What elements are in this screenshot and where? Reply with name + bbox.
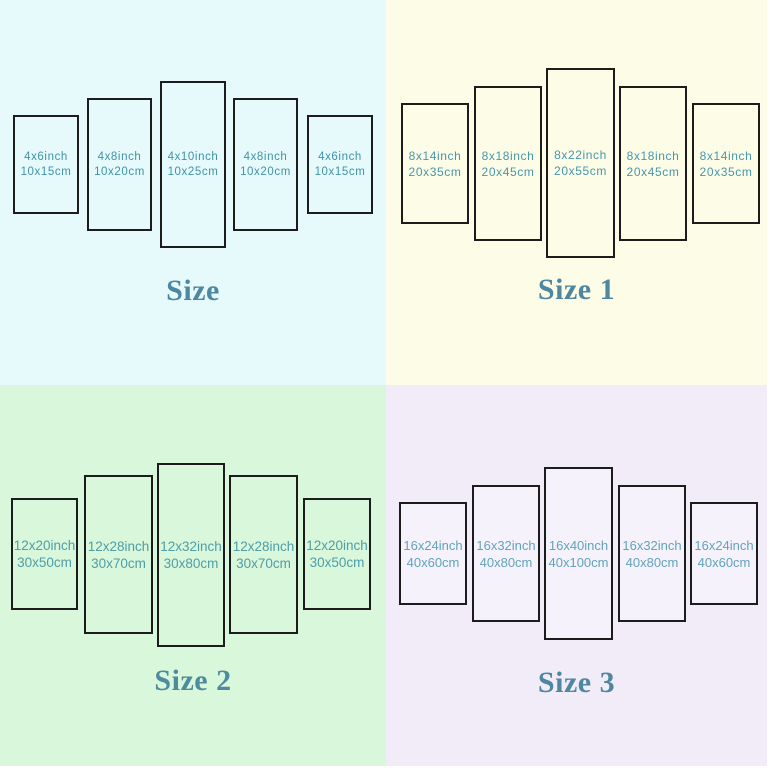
panel-size-inch: 16x24inch bbox=[694, 537, 754, 553]
panel-size-inch: 12x20inch bbox=[306, 538, 368, 553]
size-title: Size 3 bbox=[537, 666, 616, 699]
panel-size-inch: 12x20inch bbox=[13, 538, 76, 553]
canvas-panel: 12x28inch 30x70cm bbox=[229, 475, 298, 634]
panel-size-cm: 30x70cm bbox=[236, 555, 291, 571]
canvas-panel: 12x20inch 30x50cm bbox=[11, 498, 78, 610]
canvas-panel: 4x6inch 10x15cm bbox=[307, 115, 373, 214]
panel-size-inch: 8x14inch bbox=[699, 148, 753, 163]
canvas-panel: 8x18inch 20x45cm bbox=[619, 86, 687, 241]
canvas-panel: 4x10inch 10x25cm bbox=[160, 81, 226, 248]
panel-size-cm: 40x100cm bbox=[548, 554, 609, 570]
canvas-panel: 16x40inch 40x100cm bbox=[544, 467, 613, 640]
panel-size-inch: 4x8inch bbox=[97, 150, 142, 163]
panel-size-inch: 16x32inch bbox=[622, 537, 682, 553]
size-chart-size-3: 16x24inch 40x60cm 16x32inch 40x80cm 16x4… bbox=[386, 385, 767, 766]
panel-size-inch: 16x40inch bbox=[548, 537, 609, 553]
size-chart-size-1: 8x14inch 20x35cm 8x18inch 20x45cm 8x22in… bbox=[386, 0, 767, 385]
panel-size-cm: 10x20cm bbox=[240, 165, 291, 178]
panel-size-cm: 10x20cm bbox=[94, 165, 145, 178]
size-title: Size 1 bbox=[537, 273, 616, 306]
size-chart-size-2: 12x20inch 30x50cm 12x28inch 30x70cm 12x3… bbox=[0, 385, 386, 766]
canvas-panel: 16x24inch 40x60cm bbox=[690, 502, 758, 605]
canvas-panel: 16x24inch 40x60cm bbox=[399, 502, 467, 605]
panel-size-inch: 4x6inch bbox=[24, 150, 68, 163]
panel-size-inch: 12x28inch bbox=[87, 538, 150, 554]
panel-size-cm: 20x35cm bbox=[408, 164, 462, 179]
panel-size-cm: 10x25cm bbox=[167, 165, 219, 178]
panel-size-cm: 30x50cm bbox=[17, 555, 72, 570]
panel-size-inch: 8x22inch bbox=[554, 148, 607, 162]
panel-size-inch: 8x14inch bbox=[408, 148, 462, 163]
panel-size-cm: 40x80cm bbox=[625, 554, 679, 570]
canvas-panel: 8x14inch 20x35cm bbox=[692, 103, 760, 224]
size-title: Size 2 bbox=[154, 664, 232, 697]
canvas-panel: 12x28inch 30x70cm bbox=[84, 475, 153, 634]
canvas-panel: 8x22inch 20x55cm bbox=[546, 68, 615, 258]
panel-size-inch: 4x8inch bbox=[243, 150, 288, 163]
canvas-panel: 4x8inch 10x20cm bbox=[233, 98, 298, 231]
panel-size-cm: 40x60cm bbox=[406, 554, 460, 570]
canvas-panel: 4x6inch 10x15cm bbox=[13, 115, 79, 214]
canvas-panel: 4x8inch 10x20cm bbox=[87, 98, 152, 231]
panel-size-cm: 10x15cm bbox=[20, 165, 72, 178]
panel-size-cm: 40x60cm bbox=[697, 554, 751, 570]
panel-size-inch: 16x32inch bbox=[476, 537, 536, 553]
panel-size-cm: 10x15cm bbox=[314, 165, 366, 178]
panel-size-cm: 20x45cm bbox=[481, 164, 535, 179]
panel-size-cm: 20x45cm bbox=[626, 164, 680, 179]
panel-size-cm: 20x55cm bbox=[554, 164, 607, 178]
size-title: Size bbox=[166, 274, 220, 307]
canvas-panel: 12x20inch 30x50cm bbox=[303, 498, 371, 610]
panel-size-cm: 30x80cm bbox=[163, 556, 219, 571]
panel-size-inch: 4x10inch bbox=[167, 150, 219, 163]
panel-size-inch: 8x18inch bbox=[481, 148, 535, 163]
panel-size-inch: 4x6inch bbox=[318, 150, 362, 163]
panel-size-inch: 12x32inch bbox=[160, 539, 222, 554]
canvas-panel: 8x14inch 20x35cm bbox=[401, 103, 469, 224]
panel-size-inch: 8x18inch bbox=[626, 148, 680, 163]
panel-size-cm: 40x80cm bbox=[479, 554, 533, 570]
canvas-panel: 12x32inch 30x80cm bbox=[157, 463, 225, 647]
panel-size-cm: 20x35cm bbox=[699, 164, 753, 179]
canvas-panel: 8x18inch 20x45cm bbox=[474, 86, 542, 241]
canvas-panel: 16x32inch 40x80cm bbox=[472, 485, 540, 622]
canvas-panel: 16x32inch 40x80cm bbox=[618, 485, 686, 622]
panel-size-cm: 30x50cm bbox=[309, 555, 365, 570]
size-chart-size: 4x6inch 10x15cm 4x8inch 10x20cm 4x10inch… bbox=[0, 0, 386, 385]
panel-size-inch: 16x24inch bbox=[403, 537, 463, 553]
panel-size-inch: 12x28inch bbox=[232, 538, 295, 554]
panel-size-cm: 30x70cm bbox=[91, 555, 146, 571]
